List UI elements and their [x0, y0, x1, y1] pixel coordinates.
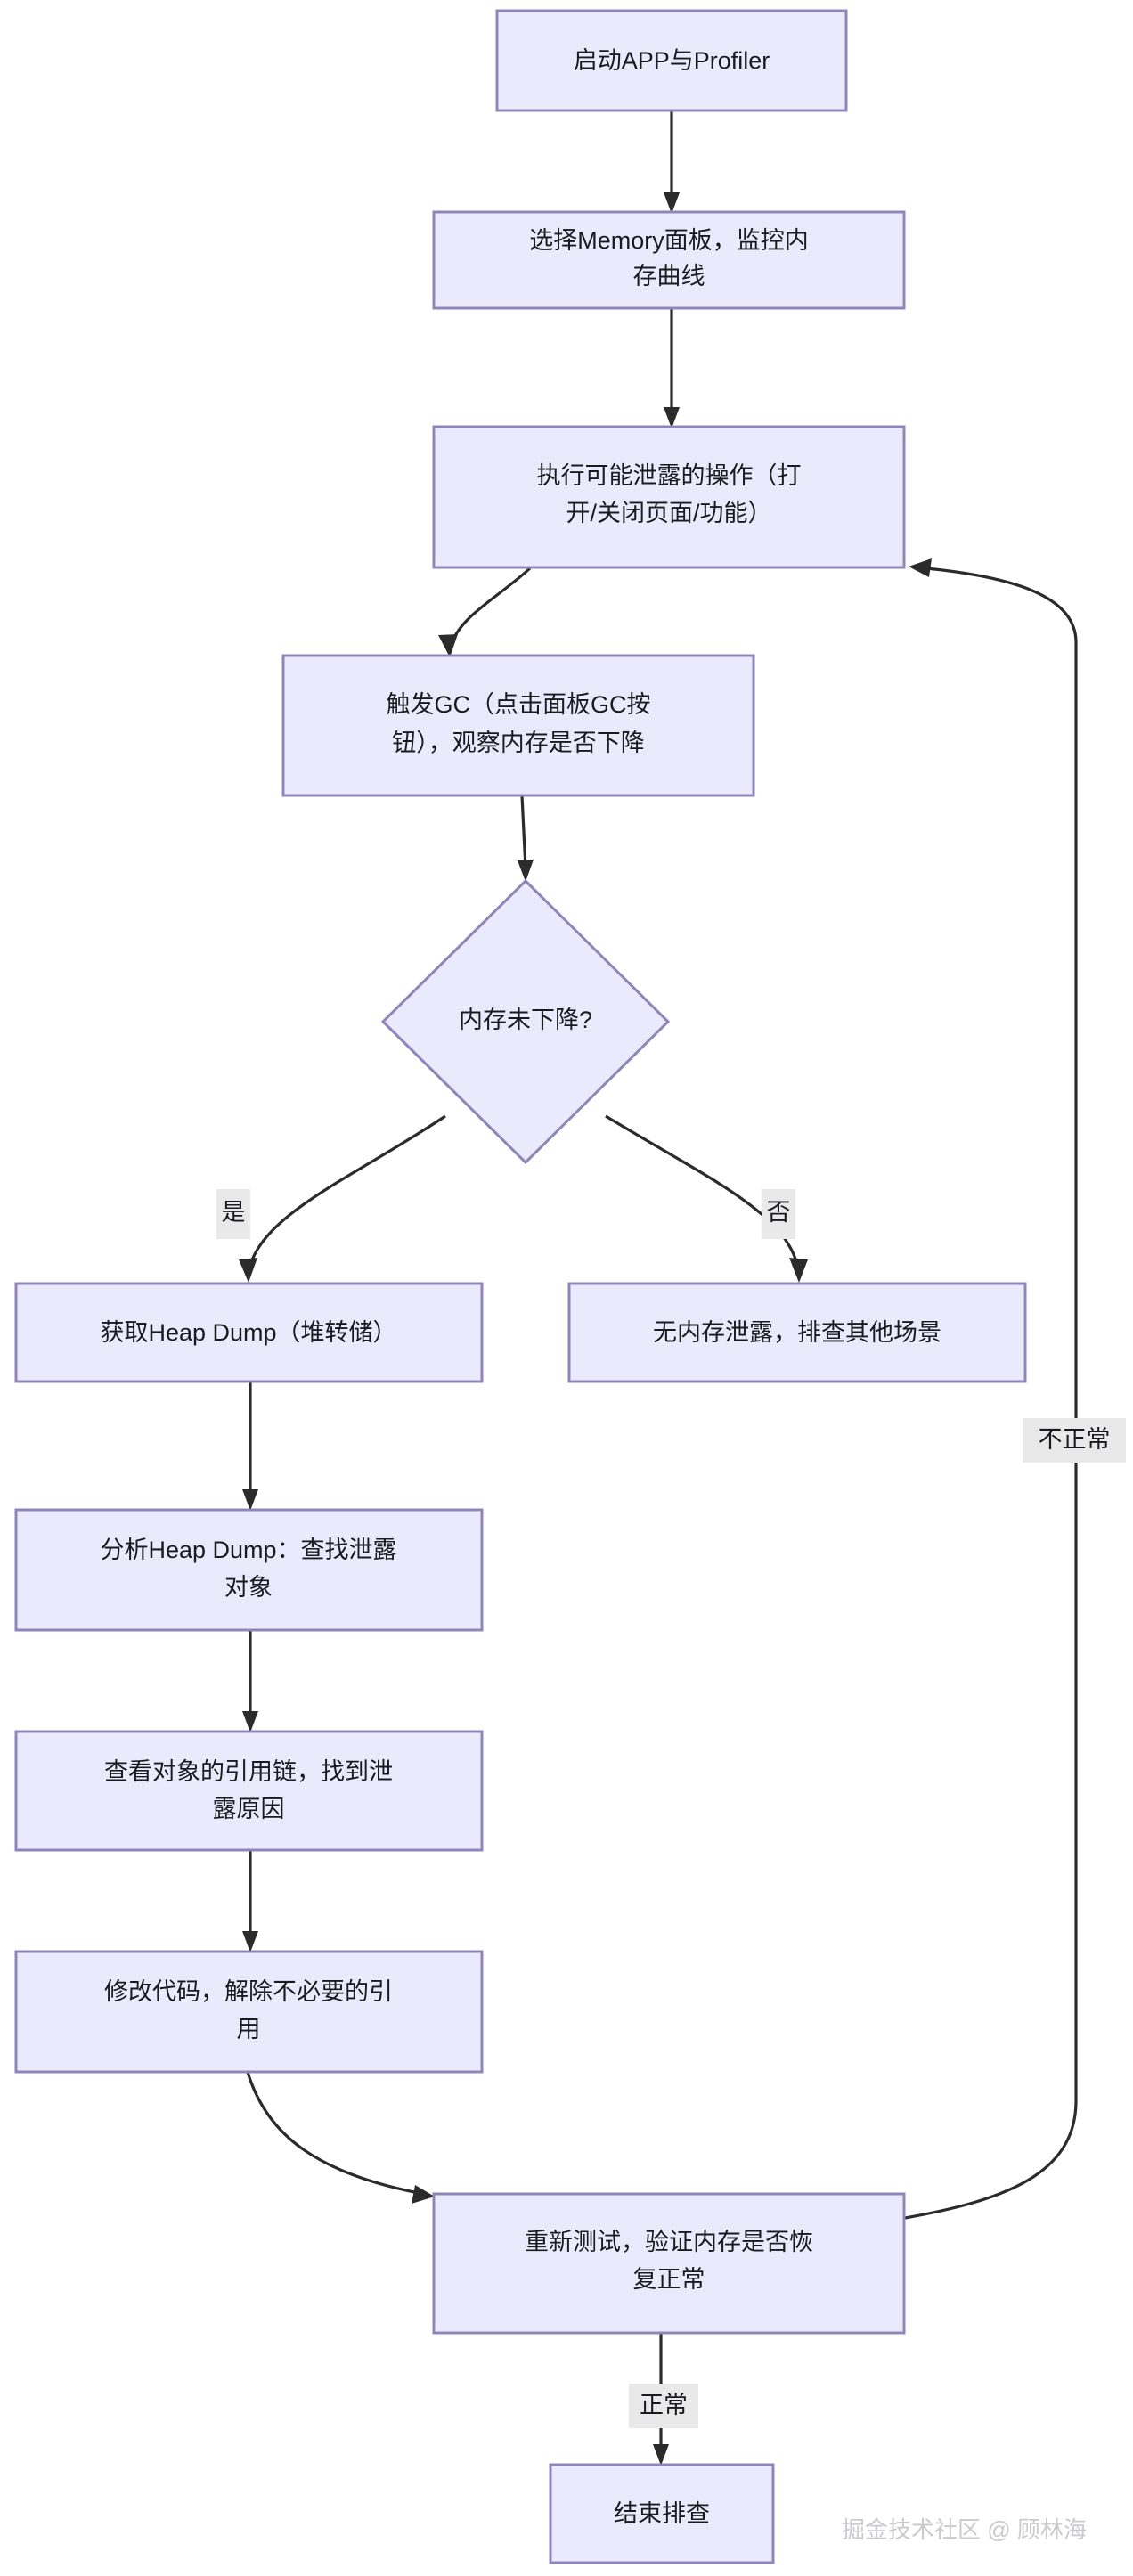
edge-label-normal-text: 正常 [640, 2392, 688, 2418]
edge-label-yes-text: 是 [222, 1199, 246, 1226]
node-leak-operation-label-line2: 开/关闭页面/功能） [566, 500, 771, 526]
node-memory-panel-shape[interactable] [432, 210, 906, 310]
node-heap-dump[interactable]: 获取Heap Dump（堆转储） [14, 1282, 484, 1383]
node-memory-panel-label-line1: 选择Memory面板，监控内 [529, 227, 809, 254]
node-reference-chain[interactable]: 查看对象的引用链，找到泄 露原因 [14, 1730, 484, 1852]
edge-label-no: 否 [762, 1189, 795, 1239]
edge-label-yes-bg [216, 1189, 250, 1239]
edge-label-yes: 是 [216, 1189, 250, 1239]
edge-label-abnormal-text: 不正常 [1039, 1426, 1111, 1453]
edge-label-normal-bg [629, 2384, 698, 2428]
node-reference-chain-shape[interactable] [14, 1730, 484, 1852]
node-finish-label: 结束排查 [614, 2500, 710, 2527]
edges-layer [239, 110, 1078, 2466]
node-analyze-dump[interactable]: 分析Heap Dump：查找泄露 对象 [14, 1508, 484, 1632]
edge-heap-dump-to-analyze-dump [242, 1382, 258, 1511]
node-leak-operation-label-line1: 执行可能泄露的操作（打 [537, 462, 802, 489]
edge-retest-to-leak-operation [904, 558, 1078, 2220]
node-retest-label-line1: 重新测试，验证内存是否恢 [525, 2229, 813, 2255]
node-memory-not-drop-label: 内存未下降? [459, 1007, 592, 1033]
node-memory-panel[interactable]: 选择Memory面板，监控内 存曲线 [432, 210, 906, 310]
node-start[interactable]: 启动APP与Profiler [495, 9, 848, 112]
edge-memory-panel-to-leak-operation [664, 308, 680, 428]
node-analyze-dump-label-line1: 分析Heap Dump：查找泄露 [100, 1537, 396, 1563]
node-retest-label-line2: 复正常 [633, 2266, 705, 2293]
node-no-leak-shape[interactable] [567, 1282, 1027, 1383]
node-fix-code-shape[interactable] [14, 1950, 484, 2074]
edge-label-no-text: 否 [767, 1199, 791, 1226]
node-finish[interactable]: 结束排查 [549, 2463, 775, 2564]
edge-memory-not-drop-to-no-leak [605, 1114, 808, 1283]
edge-start-to-memory-panel [664, 110, 680, 214]
node-fix-code-label-line1: 修改代码，解除不必要的引 [104, 1978, 393, 2005]
edge-reference-chain-to-fix-code [242, 1850, 258, 1952]
node-heap-dump-shape[interactable] [14, 1282, 484, 1383]
node-start-label: 启动APP与Profiler [574, 47, 770, 74]
node-leak-operation-shape[interactable] [432, 425, 906, 569]
node-no-leak-label: 无内存泄露，排查其他场景 [653, 1319, 941, 1346]
node-analyze-dump-label-line2: 对象 [224, 1574, 273, 1601]
node-memory-not-drop-shape[interactable] [380, 878, 671, 1165]
watermark-label: 掘金技术社区 @ 顾林海 [842, 2516, 1087, 2543]
edge-memory-not-drop-to-heap-dump [239, 1114, 446, 1283]
edge-analyze-dump-to-reference-chain [242, 1630, 258, 1732]
node-retest-shape[interactable] [432, 2192, 906, 2335]
node-leak-operation[interactable]: 执行可能泄露的操作（打 开/关闭页面/功能） [432, 425, 906, 569]
node-no-leak[interactable]: 无内存泄露，排查其他场景 [567, 1282, 1027, 1383]
edge-label-no-bg [762, 1189, 795, 1239]
node-trigger-gc-label-line2: 钮），观察内存是否下降 [392, 730, 645, 756]
edge-label-normal: 正常 [629, 2384, 698, 2428]
node-analyze-dump-shape[interactable] [14, 1508, 484, 1632]
edge-label-abnormal-bg [1023, 1418, 1126, 1463]
node-trigger-gc-label-line1: 触发GC（点击面板GC按 [387, 691, 651, 718]
nodes-layer: 启动APP与Profiler 选择Memory面板，监控内 存曲线 执行可能泄露… [14, 9, 1027, 2564]
node-memory-not-drop[interactable]: 内存未下降? [380, 878, 671, 1165]
node-trigger-gc[interactable]: 触发GC（点击面板GC按 钮），观察内存是否下降 [281, 654, 755, 797]
node-reference-chain-label-line1: 查看对象的引用链，找到泄 [104, 1758, 393, 1785]
edge-label-abnormal: 不正常 [1023, 1418, 1126, 1463]
node-fix-code-label-line2: 用 [237, 2016, 261, 2042]
edge-leak-operation-to-trigger-gc [438, 567, 532, 657]
node-retest[interactable]: 重新测试，验证内存是否恢 复正常 [432, 2192, 906, 2335]
node-start-shape[interactable] [495, 9, 848, 112]
edge-trigger-gc-to-memory-not-drop [518, 795, 534, 882]
edge-fix-code-to-retest [246, 2071, 435, 2204]
node-trigger-gc-shape[interactable] [281, 654, 755, 797]
node-reference-chain-label-line2: 露原因 [213, 1796, 285, 1822]
edge-labels-layer: 是 否 不正常 正常 [216, 1189, 1126, 2428]
node-heap-dump-label: 获取Heap Dump（堆转储） [100, 1319, 396, 1346]
node-memory-panel-label-line2: 存曲线 [633, 263, 705, 289]
node-fix-code[interactable]: 修改代码，解除不必要的引 用 [14, 1950, 484, 2074]
node-finish-shape[interactable] [549, 2463, 775, 2564]
